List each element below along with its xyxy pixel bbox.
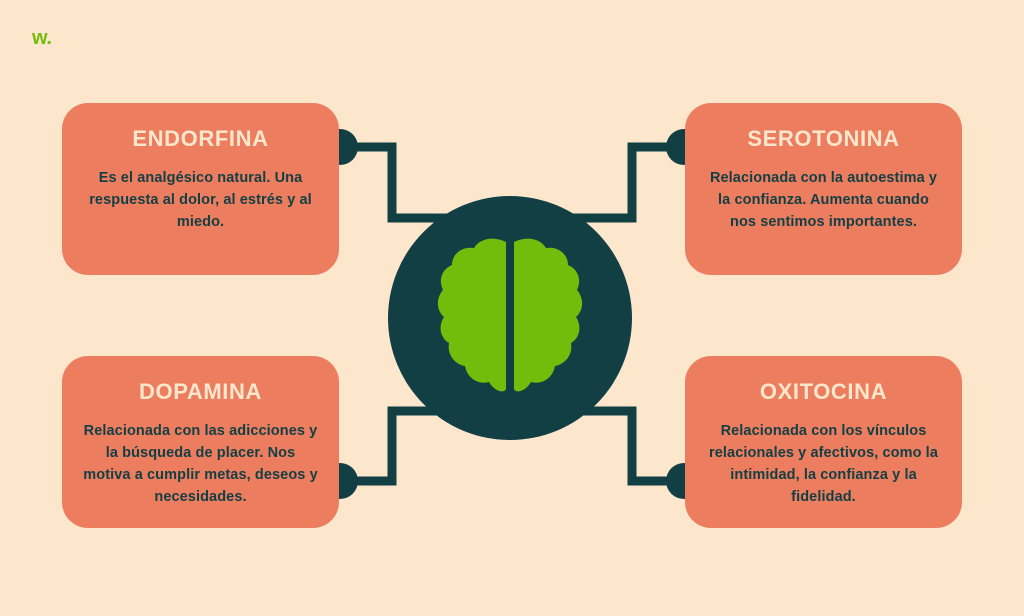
card-title-oxitocina: OXITOCINA [759, 379, 888, 404]
card-oxitocina[interactable]: OXITOCINA Relacionada con los vínculos r… [685, 356, 962, 528]
connector-path-bottom-right [554, 406, 684, 486]
card-title-serotonina: SEROTONINA [747, 126, 900, 151]
connector-path-top-left [340, 142, 470, 223]
card-endorfina[interactable]: ENDORFINA Es el analgésico natural. Una … [62, 103, 339, 275]
brain-hub-circle [388, 196, 632, 440]
card-body-serotonina: Relacionada con la autoestima y la confi… [709, 170, 938, 231]
card-title-dopamina: DOPAMINA [139, 379, 262, 404]
card-body-oxitocina: Relacionada con los vínculos relacionale… [709, 423, 938, 506]
card-title-endorfina: ENDORFINA [132, 126, 269, 151]
card-dopamina[interactable]: DOPAMINA Relacionada con las adicciones … [62, 356, 339, 528]
card-serotonina[interactable]: SEROTONINA Relacionada con la autoestima… [685, 103, 962, 275]
brain-fissure [507, 242, 513, 390]
card-body-endorfina: Es el analgésico natural. Una respuesta … [89, 170, 312, 231]
brand-logo: w. [32, 27, 52, 49]
card-body-dopamina: Relacionada con las adicciones y la búsq… [83, 423, 318, 506]
brain-icon [437, 238, 583, 392]
connector-path-top-right [554, 142, 684, 223]
